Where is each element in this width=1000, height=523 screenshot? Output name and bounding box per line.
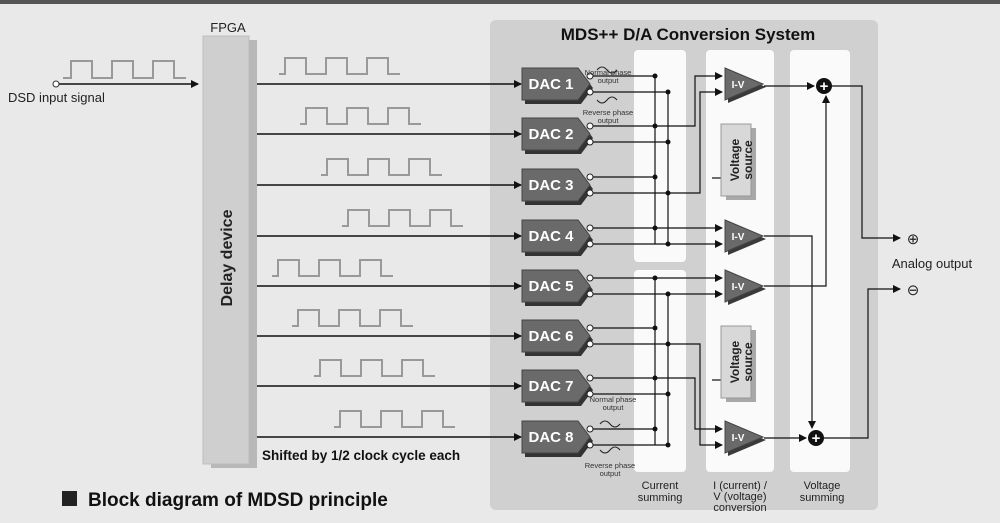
waveform-8 bbox=[334, 410, 455, 428]
iv-conversion-label: I (current) /V (voltage)conversion bbox=[713, 480, 768, 514]
analog-output-label: Analog output bbox=[892, 256, 973, 271]
dac-7 bbox=[521, 369, 591, 403]
sine-icon-reverse-bottom bbox=[599, 446, 621, 454]
waveform-7 bbox=[314, 359, 435, 377]
dac-8-label: DAC 8 bbox=[528, 429, 573, 446]
dac-3 bbox=[521, 168, 591, 202]
waveform-1 bbox=[279, 57, 400, 75]
iv3-out bbox=[764, 95, 830, 287]
sine-icon-normal-bottom bbox=[599, 420, 621, 428]
feed-2 bbox=[668, 91, 710, 194]
current-summing-column-top bbox=[634, 50, 686, 262]
top-strip bbox=[0, 0, 1000, 4]
dac-6-normal-terminal bbox=[586, 324, 594, 332]
iv-converter-3 bbox=[724, 269, 765, 303]
dac-8 bbox=[521, 420, 591, 454]
dac-5-normal-terminal bbox=[586, 274, 594, 282]
shift-label: Shifted by 1/2 clock cycle each bbox=[262, 448, 460, 463]
dac-8-normal-terminal bbox=[586, 425, 594, 433]
waveform-4 bbox=[342, 209, 463, 227]
dac-2 bbox=[521, 117, 591, 151]
voltage-source-label-bottom: Voltagesource bbox=[728, 340, 755, 383]
dac-5-reverse-terminal bbox=[586, 290, 594, 298]
dac-6-label: DAC 6 bbox=[528, 328, 573, 345]
minus-terminal-icon: ⊖ bbox=[907, 282, 920, 299]
sum-node-2-sign: + bbox=[812, 430, 821, 447]
feed-1 bbox=[655, 75, 710, 127]
dac-8-reverse-terminal bbox=[586, 441, 594, 449]
dac-6 bbox=[521, 319, 591, 353]
waveform-2 bbox=[300, 107, 421, 125]
plus-terminal-icon: ⊕ bbox=[907, 231, 920, 248]
iv-4-label: I-V bbox=[732, 433, 745, 444]
iv-converter-1 bbox=[724, 67, 765, 101]
dac-3-normal-terminal bbox=[586, 173, 594, 181]
input-terminal bbox=[52, 80, 60, 88]
fpga-bar bbox=[202, 35, 250, 465]
iv-column bbox=[706, 50, 774, 472]
dac-4-normal-terminal bbox=[586, 224, 594, 232]
iv-converter-2 bbox=[724, 219, 765, 253]
caption: Block diagram of MDSD principle bbox=[88, 490, 388, 511]
sum-node-1-sign: + bbox=[820, 78, 829, 95]
feed-8 bbox=[668, 343, 710, 446]
out-minus bbox=[824, 285, 901, 439]
dac-2-normal-terminal bbox=[586, 122, 594, 130]
sine-icon-normal-top bbox=[596, 66, 618, 74]
dac-4 bbox=[521, 219, 591, 253]
voltage-source-bottom bbox=[720, 325, 752, 399]
fpga-label: FPGA bbox=[210, 20, 246, 35]
dac-6-reverse-terminal bbox=[586, 340, 594, 348]
dac-2-reverse-terminal bbox=[586, 138, 594, 146]
voltage-summing-column bbox=[790, 50, 850, 472]
iv-2-label: I-V bbox=[732, 232, 745, 243]
system-title: MDS++ D/A Conversion System bbox=[561, 25, 815, 44]
sine-icon-reverse-top bbox=[596, 96, 618, 104]
dac-4-reverse-terminal bbox=[586, 240, 594, 248]
dac-4-label: DAC 4 bbox=[528, 228, 574, 245]
iv-1-label: I-V bbox=[732, 80, 745, 91]
caption-square bbox=[62, 491, 77, 506]
iv2-out bbox=[764, 235, 816, 429]
dac-3-label: DAC 3 bbox=[528, 177, 573, 194]
dac-7-label: DAC 7 bbox=[528, 378, 573, 395]
dac-5-label: DAC 5 bbox=[528, 278, 573, 295]
waveform-3 bbox=[321, 158, 442, 176]
dac-rows: DAC 1 DAC 2 DAC 3 DAC 4 DAC 5 DAC 6 DAC 7 DAC 8 bbox=[257, 57, 594, 457]
waveform-6 bbox=[292, 309, 413, 327]
voltage-source-top bbox=[720, 123, 752, 197]
dac-1-reverse-terminal bbox=[586, 88, 594, 96]
waveform-5 bbox=[272, 259, 393, 277]
input-waveform bbox=[63, 60, 186, 79]
voltage-source-label-top: Voltagesource bbox=[728, 138, 755, 181]
iv-3-label: I-V bbox=[732, 282, 745, 293]
feed-7 bbox=[655, 377, 710, 430]
input-label: DSD input signal bbox=[8, 90, 105, 105]
current-summing-column-bottom bbox=[634, 270, 686, 472]
dac-1 bbox=[521, 67, 591, 101]
iv-converter-4 bbox=[724, 420, 765, 454]
delay-device-label: Delay device bbox=[219, 209, 236, 306]
dac-2-label: DAC 2 bbox=[528, 126, 573, 143]
dac-3-reverse-terminal bbox=[586, 189, 594, 197]
dac-5 bbox=[521, 269, 591, 303]
dac-7-normal-terminal bbox=[586, 374, 594, 382]
wiring: I-V I-V I-V I-V + + bbox=[593, 67, 901, 456]
sum-node-1 bbox=[816, 78, 832, 94]
sum-node-2 bbox=[808, 430, 824, 446]
dac-1-label: DAC 1 bbox=[528, 76, 573, 93]
out-plus bbox=[832, 85, 901, 242]
